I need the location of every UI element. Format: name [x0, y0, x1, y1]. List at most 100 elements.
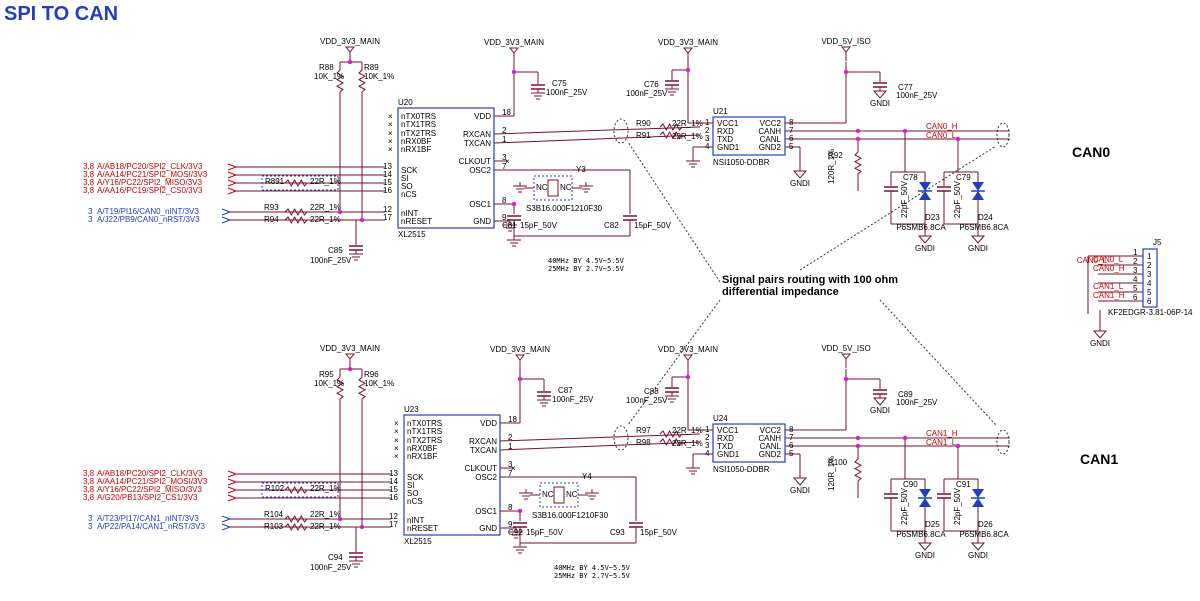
ic-pin-number: 5 [789, 142, 794, 151]
resistor-pullup [357, 69, 367, 93]
ic-pin-label: nRESET [401, 217, 432, 226]
resistor-ref: R93 [264, 203, 279, 212]
power-rail-symbol [682, 47, 694, 54]
no-connect-mark: × [388, 129, 393, 138]
capacitor-ref: C94 [328, 553, 343, 562]
capacitor-ref: C89 [898, 390, 913, 399]
wire-layer [221, 52, 1143, 561]
capacitor-ref: C75 [552, 79, 567, 88]
ic-pin-number: 2 [502, 126, 507, 135]
resistor-int [284, 207, 308, 217]
ic-pin-label: RXD [717, 127, 734, 136]
ic-pin-label: OSC1 [475, 507, 497, 516]
connector-ref: J5 [1153, 238, 1162, 247]
isolated-ground-symbol [917, 542, 933, 551]
isolated-ground-symbol [872, 90, 888, 99]
resistor-ref: R103 [264, 522, 284, 531]
resistor-termination [853, 151, 863, 175]
routing-note: Signal pairs routing with 100 ohm [722, 274, 898, 286]
isolated-ground-label: GNDI [968, 244, 988, 253]
can-controller-ic [397, 107, 495, 229]
resistor-value: 10K_1% [364, 379, 394, 388]
connector-part: KF2EDGR-3.81-06P-14 [1108, 308, 1193, 317]
ic-pin-number: 7 [789, 433, 794, 442]
isolated-ground-label: GNDI [915, 244, 935, 253]
isolated-ground-symbol [970, 235, 986, 244]
can-net-label: CAN1_H [926, 429, 958, 438]
ctrl-net-label: A/J22/PB9/CAN0_nRST/3V3 [97, 215, 200, 224]
annotation-leader [627, 141, 721, 283]
ic-pin-label: nTX2TRS [407, 436, 442, 445]
ic-pin-label: OSC1 [469, 200, 491, 209]
ic-pin-number: 13 [383, 162, 392, 171]
tvs-diode [919, 182, 931, 191]
ic-pin-number: 16 [389, 493, 398, 502]
annotation-leader [879, 299, 997, 426]
ic-pin-number: 3 [508, 460, 513, 469]
ctrl-net-label: A/P22/PA14/CAN1_nRST/3V3 [97, 522, 205, 531]
ic-pin-number: 2 [705, 433, 710, 442]
tvs-diode [972, 489, 984, 498]
connector-pin-number: 5 [1147, 288, 1152, 297]
isolated-ground-symbol [792, 477, 808, 486]
spi-net-label: A/AA16/PC19/SPI2_CS0/3V3 [97, 186, 203, 195]
capacitor-ref: C81 [502, 221, 517, 230]
resistor-ref: R97 [636, 426, 651, 435]
no-connect-mark: × [505, 157, 510, 166]
ic-pin-label: nRESET [407, 524, 438, 533]
resistor-ref: R90 [636, 119, 651, 128]
net-index: 3,8 [83, 186, 95, 195]
isolated-ground-label: GNDI [790, 486, 810, 495]
ic-pin-label: SI [407, 481, 415, 490]
capacitor-ref: C88 [644, 387, 659, 396]
ic-pin-label: nTX0TRS [401, 112, 436, 121]
junction-dot [337, 209, 343, 215]
resistor-tx [659, 437, 683, 447]
ic-pin-label: SCK [407, 473, 424, 482]
no-connect-mark: × [394, 452, 399, 461]
net-port-arrow [227, 494, 238, 502]
ic-pin-label: SCK [401, 166, 418, 175]
ic-ref: U20 [398, 98, 413, 107]
connector-pin-number: 2 [1133, 257, 1138, 266]
ic-pin-number: 1 [502, 135, 507, 144]
junction-dot [955, 136, 961, 142]
junction-dot [902, 128, 908, 134]
ic-pin-label: VCC2 [760, 426, 782, 435]
net-port-arrow [227, 470, 238, 478]
ic-pin-label: GND1 [717, 450, 740, 459]
resistor-rx [659, 122, 683, 132]
ic-pin-label: nINT [407, 516, 424, 525]
crystal-outline [533, 175, 573, 201]
net-index: 3,8 [83, 485, 95, 494]
tvs-ref: D23 [925, 213, 940, 222]
spi-net-label: A/Y16/PC22/SPI2_MISO/3V3 [97, 178, 202, 187]
resistor-ref: R96 [364, 370, 379, 379]
tvs-diode [972, 498, 984, 507]
can-transceiver-ic [712, 116, 786, 156]
resistor-int [284, 514, 308, 524]
resistor-pullup [335, 69, 345, 93]
resistor-pack-outline [261, 482, 339, 498]
no-connect-mark: × [388, 145, 393, 154]
ic-part: XL2515 [398, 230, 426, 239]
ic-pin-number: 15 [383, 178, 392, 187]
capacitor-ref: C92 [508, 528, 523, 537]
isolated-ground-symbol [872, 397, 888, 406]
junction-dot [517, 508, 523, 514]
connector-net-label: CAN0_H [1093, 264, 1125, 273]
ic-part: NSI1050-DDBR [713, 158, 770, 167]
crystal-pin-label: NC [536, 183, 548, 192]
resistor-pullup [357, 376, 367, 400]
net-index: 3,8 [83, 162, 95, 171]
isolated-ground-symbol [792, 170, 808, 179]
net-index: 3,8 [83, 477, 95, 486]
wire [499, 441, 701, 451]
capacitor-ref: C93 [610, 528, 625, 537]
isolated-ground-label: GNDI [968, 551, 988, 560]
routing-note: differential impedance [722, 286, 839, 298]
resistor-value: 22R_1% [310, 203, 341, 212]
resistor-spi [284, 485, 308, 495]
ic-pin-number: 14 [383, 170, 392, 179]
resistor-value: 10K_1% [364, 72, 394, 81]
